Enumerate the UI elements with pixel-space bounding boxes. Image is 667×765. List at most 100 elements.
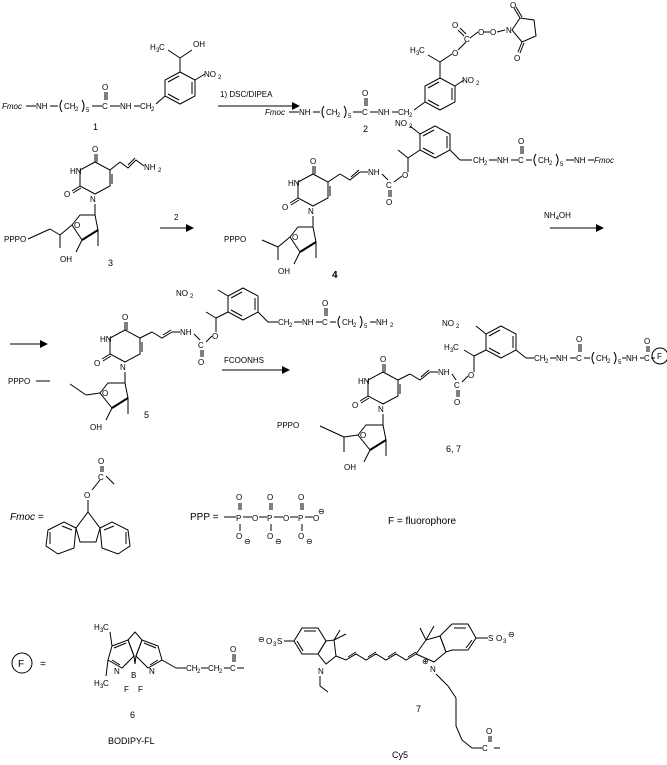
svg-text:NO: NO — [204, 70, 216, 79]
svg-text:PPPO: PPPO — [8, 377, 30, 386]
svg-text:O: O — [452, 21, 458, 30]
svg-text:C: C — [386, 181, 392, 190]
svg-text:O: O — [478, 28, 484, 37]
svg-text:OH: OH — [278, 267, 290, 276]
svg-text:O: O — [298, 493, 304, 502]
compound-3-structure: O HN O N NH 2 O PPPO OH 3 — [4, 145, 162, 268]
svg-text:5: 5 — [560, 162, 564, 168]
svg-text:2: 2 — [218, 75, 222, 81]
compound-1-structure: Fmoc NH CH 2 5 C O NH CH 2 H 3 C OH NO 2… — [2, 40, 222, 132]
svg-text:C: C — [198, 341, 204, 350]
svg-text:5: 5 — [348, 114, 352, 120]
fluorophore-circle — [651, 347, 667, 365]
svg-text:NH: NH — [299, 108, 311, 117]
svg-text:2: 2 — [158, 168, 162, 174]
svg-text:5: 5 — [364, 324, 368, 330]
svg-text:N: N — [149, 667, 155, 676]
svg-text:Fmoc: Fmoc — [594, 156, 614, 165]
svg-text:2: 2 — [219, 669, 223, 675]
svg-text:2: 2 — [197, 669, 201, 675]
svg-text:NH: NH — [376, 318, 388, 327]
svg-text:N: N — [114, 667, 120, 676]
svg-text:F: F — [18, 659, 24, 670]
svg-text:CH: CH — [64, 102, 76, 111]
svg-text:O: O — [267, 493, 273, 502]
svg-text:3: 3 — [100, 628, 104, 634]
svg-text:CH: CH — [473, 156, 485, 165]
svg-text:S: S — [277, 637, 282, 646]
svg-text:O: O — [212, 332, 218, 341]
svg-text:NH: NH — [120, 102, 132, 111]
reaction-arrow-4: FCOONHS — [222, 356, 290, 374]
svg-text:CH: CH — [398, 108, 410, 117]
svg-text:NH: NH — [144, 163, 156, 172]
cy5-label: Cy5 — [392, 750, 408, 760]
svg-text:O: O — [402, 171, 408, 180]
svg-text:2: 2 — [476, 81, 480, 87]
svg-text:CH: CH — [538, 156, 550, 165]
reaction-arrow-3: NH4OH — [544, 211, 604, 232]
svg-text:NO: NO — [176, 289, 188, 298]
svg-text:P: P — [236, 514, 241, 523]
compound-2-structure: Fmoc NH CH 2 5 C O NH CH 2 NO 2 H 3 C O … — [265, 1, 537, 134]
svg-text:O: O — [102, 389, 108, 398]
svg-text:N: N — [318, 667, 324, 676]
svg-text:3: 3 — [503, 639, 507, 645]
svg-text:NH: NH — [180, 328, 192, 337]
svg-text:C: C — [322, 318, 328, 327]
svg-text:OH: OH — [193, 40, 205, 49]
svg-text:3: 3 — [416, 51, 420, 57]
svg-text:H: H — [94, 679, 100, 688]
svg-text:2: 2 — [289, 323, 293, 329]
svg-text:O: O — [74, 221, 80, 230]
reagent-ammonium-hydroxide: NH4OH — [544, 211, 571, 222]
svg-text:O: O — [282, 203, 288, 212]
svg-text:C: C — [644, 354, 650, 363]
svg-text:C: C — [362, 108, 368, 117]
svg-text:2: 2 — [75, 107, 79, 113]
svg-text:O: O — [360, 431, 366, 440]
svg-text:PPPO: PPPO — [224, 235, 246, 244]
svg-text:PPPO: PPPO — [4, 235, 26, 244]
svg-text:O: O — [102, 83, 108, 92]
svg-text:2: 2 — [607, 359, 611, 365]
svg-text:O: O — [496, 634, 502, 643]
svg-text:OH: OH — [344, 463, 356, 472]
svg-text:O: O — [514, 54, 520, 63]
svg-text:C: C — [464, 35, 470, 44]
svg-text:5: 5 — [86, 108, 90, 114]
compound-3-label: 3 — [108, 258, 113, 268]
svg-text:N: N — [120, 363, 126, 372]
reaction-arrow-continue — [10, 340, 48, 348]
svg-text:NH: NH — [438, 368, 450, 377]
svg-text:CH: CH — [208, 664, 220, 673]
svg-text:3: 3 — [156, 48, 160, 54]
svg-text:O: O — [362, 89, 368, 98]
svg-text:O: O — [310, 157, 316, 166]
reaction-arrow-1: 1) DSC/DIPEA — [218, 90, 300, 110]
svg-text:CH: CH — [278, 318, 290, 327]
svg-text:⊖: ⊖ — [244, 537, 251, 546]
svg-text:O: O — [510, 1, 516, 10]
svg-text:O: O — [386, 198, 392, 207]
svg-text:O: O — [230, 645, 236, 654]
svg-text:P: P — [298, 514, 303, 523]
svg-text:2: 2 — [151, 107, 155, 113]
svg-text:CH: CH — [534, 354, 546, 363]
svg-text:O: O — [122, 313, 128, 322]
svg-text:=: = — [40, 659, 46, 670]
svg-text:2: 2 — [190, 294, 194, 300]
svg-text:C: C — [518, 156, 524, 165]
svg-text:N: N — [378, 405, 384, 414]
svg-text:O: O — [313, 514, 319, 523]
svg-text:O: O — [84, 491, 90, 500]
svg-text:C: C — [102, 102, 108, 111]
svg-text:N: N — [430, 665, 436, 674]
svg-text:2: 2 — [549, 161, 553, 167]
svg-text:O: O — [92, 145, 98, 154]
svg-text:O: O — [380, 355, 386, 364]
reagent-2: 2 — [174, 213, 179, 222]
svg-text:O: O — [452, 49, 458, 58]
svg-text:CH: CH — [342, 318, 354, 327]
